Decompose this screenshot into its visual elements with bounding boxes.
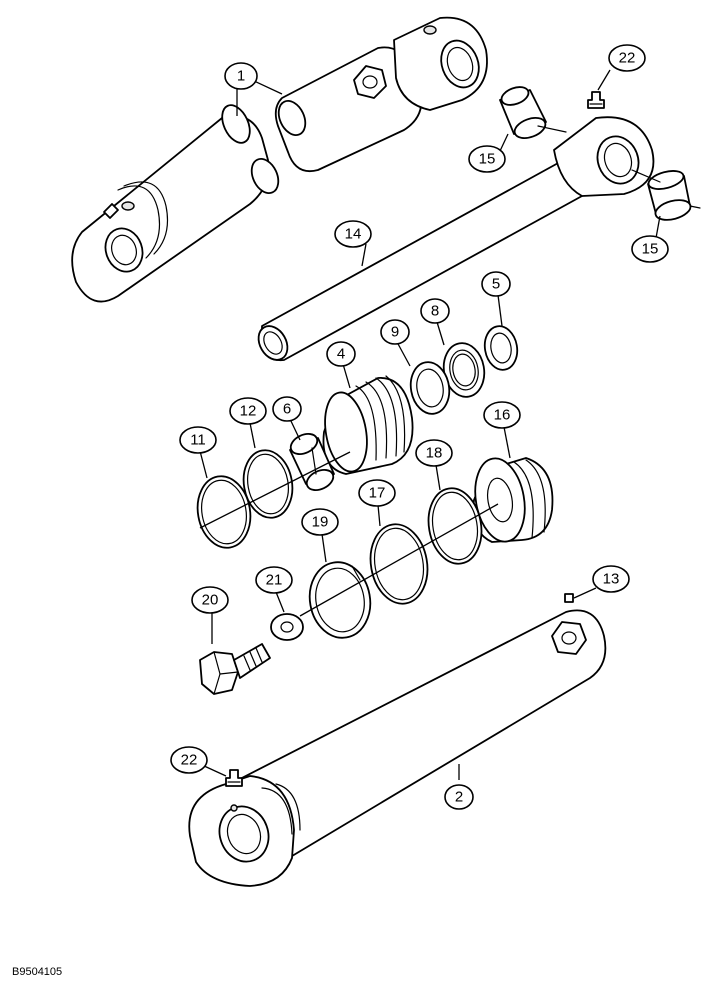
part-15-bushing-left [499,86,547,139]
part-21-washer [270,613,304,641]
callout-11-label: 11 [190,432,206,449]
callout-6-label: 6 [283,401,291,418]
callout-22-bottom-label: 22 [181,752,198,769]
callout-12: 12 [229,397,267,425]
callout-20-label: 20 [202,592,219,609]
part-13-fitting [564,593,574,603]
callout-1: 1 [224,62,258,90]
part-18-seal [427,487,483,565]
callout-14: 14 [334,220,372,248]
callout-15-left-label: 15 [479,151,496,168]
part-6-bushing [289,433,335,491]
callout-22-top: 22 [608,44,646,72]
callout-14-label: 14 [345,226,362,243]
callout-16: 16 [483,401,521,429]
assembly-axis-upper [199,451,351,529]
callout-16-label: 16 [494,407,511,424]
part-22-grease-fitting-bottom [225,769,243,787]
callout-21-label: 21 [266,572,283,589]
callout-1-label: 1 [237,68,245,85]
part-19-wear-ring [308,561,372,639]
callout-17: 17 [358,479,396,507]
callout-6: 6 [272,396,302,422]
drawing-number: B9504105 [12,966,63,978]
callout-13-label: 13 [603,571,620,588]
part-14-piston-rod [257,116,661,362]
callout-21: 21 [255,566,293,594]
leader-lines [199,69,661,780]
callout-17-label: 17 [369,485,386,502]
part-22-grease-fitting-top [587,91,605,109]
part-9-seal [409,361,451,415]
callout-5-label: 5 [492,276,500,293]
part-17-ring [369,523,429,605]
callout-4: 4 [326,341,356,367]
part-1-cylinder-tube-right [274,16,488,173]
callout-2-label: 2 [455,789,463,806]
callout-18: 18 [415,439,453,467]
part-1-cylinder-tube-left [71,104,280,303]
callout-8-label: 8 [431,303,439,320]
callout-15-right: 15 [631,235,669,263]
callout-9: 9 [380,319,410,345]
callout-8: 8 [420,298,450,324]
callout-22-bottom: 22 [170,746,208,774]
callout-2: 2 [444,784,474,810]
part-16-piston [472,457,554,543]
callout-22-top-label: 22 [619,50,636,67]
callout-13: 13 [592,565,630,593]
part-11-ring [196,475,252,549]
callout-19: 19 [301,508,339,536]
callout-12-label: 12 [240,403,257,420]
part-5-wiper [483,325,519,371]
callout-18-label: 18 [426,445,443,462]
callout-5: 5 [481,271,511,297]
part-15-bushing-right [647,170,701,221]
part-2-cylinder-barrel [188,609,607,887]
part-12-ring [242,449,294,519]
callout-19-label: 19 [312,514,329,531]
callout-9-label: 9 [391,324,399,341]
callout-15-left: 15 [468,145,506,173]
part-20-bolt [199,643,271,695]
callout-20: 20 [191,586,229,614]
assembly-axis-lower [299,503,499,617]
callout-4-label: 4 [337,346,345,363]
callout-11: 11 [179,426,217,454]
callout-15-right-label: 15 [642,241,659,258]
